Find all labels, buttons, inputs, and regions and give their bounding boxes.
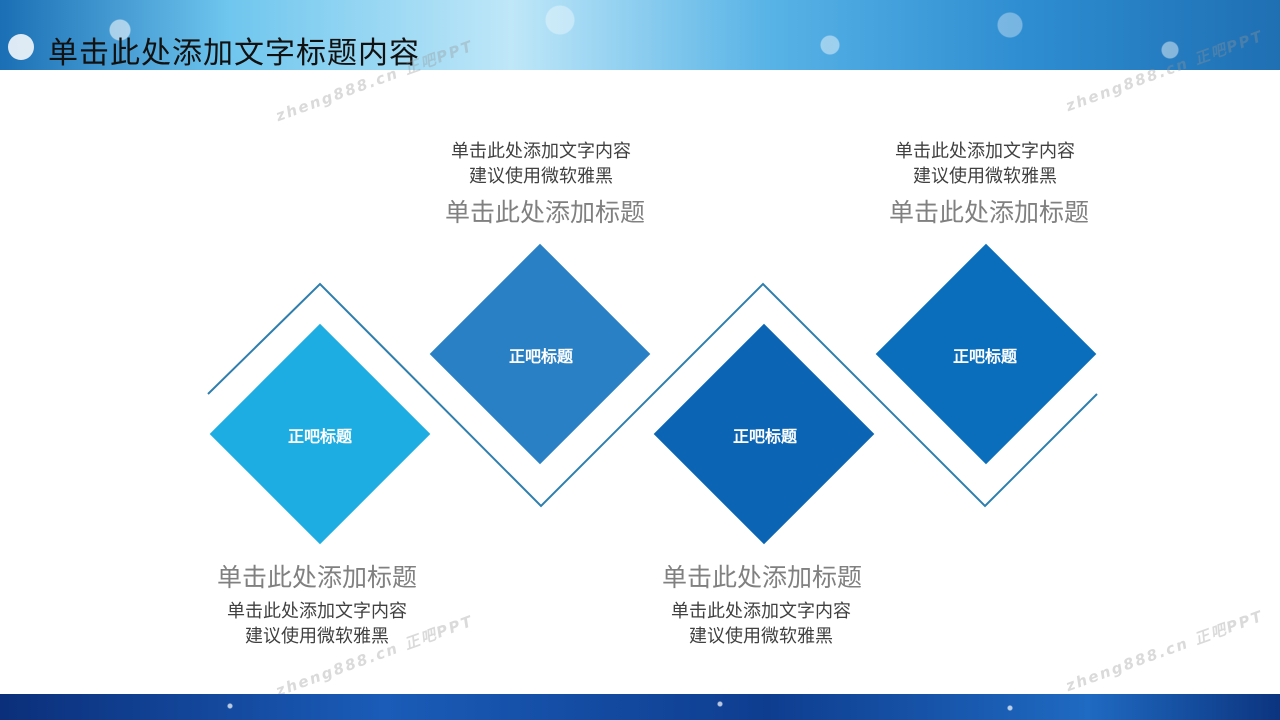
step-1-heading[interactable]: 单击此处添加标题 <box>216 563 417 592</box>
header-banner <box>0 0 1280 70</box>
decorative-bubble <box>8 34 34 60</box>
step-2-label: 正吧标题 <box>508 347 573 366</box>
step-3-body-line1: 单击此处添加文字内容 <box>671 601 851 622</box>
step-4-body-line2: 建议使用微软雅黑 <box>913 166 1057 187</box>
step-3-label: 正吧标题 <box>732 427 797 446</box>
step-1-label: 正吧标题 <box>287 427 352 446</box>
step-1-body[interactable]: 单击此处添加文字内容 建议使用微软雅黑 <box>187 599 447 649</box>
step-1-body-line2: 建议使用微软雅黑 <box>245 626 389 647</box>
step-4-heading[interactable]: 单击此处添加标题 <box>888 198 1089 227</box>
footer-banner <box>0 694 1280 720</box>
slide-title[interactable]: 单击此处添加文字标题内容 <box>48 36 420 71</box>
step-4-label: 正吧标题 <box>952 347 1017 366</box>
step-4-body[interactable]: 单击此处添加文字内容 建议使用微软雅黑 <box>855 139 1115 189</box>
step-1-body-line1: 单击此处添加文字内容 <box>227 601 407 622</box>
step-2-body-line1: 单击此处添加文字内容 <box>451 141 631 162</box>
step-2-body-line2: 建议使用微软雅黑 <box>469 166 613 187</box>
step-3-heading[interactable]: 单击此处添加标题 <box>661 563 862 592</box>
step-4-body-line1: 单击此处添加文字内容 <box>895 141 1075 162</box>
step-3-body[interactable]: 单击此处添加文字内容 建议使用微软雅黑 <box>631 599 891 649</box>
step-2-heading[interactable]: 单击此处添加标题 <box>444 198 645 227</box>
step-3-body-line2: 建议使用微软雅黑 <box>689 626 833 647</box>
step-2-body[interactable]: 单击此处添加文字内容 建议使用微软雅黑 <box>411 139 671 189</box>
